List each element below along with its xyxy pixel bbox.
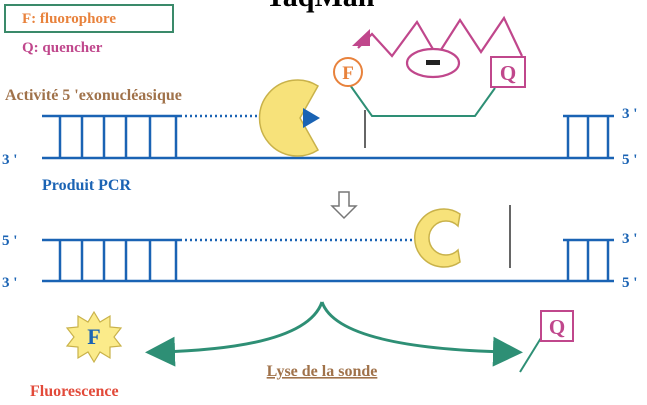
quenching-arrowhead xyxy=(352,29,370,46)
fluorescent-star xyxy=(65,310,123,364)
legend-fluorophore-label: F: fluorophore xyxy=(22,11,116,27)
exonuclease-activity-label: Activité 5 'exonucléasique xyxy=(5,87,182,104)
fluorescence-label: Fluorescence xyxy=(30,383,119,400)
strand-end-top-right-5: 5 ' xyxy=(622,152,637,168)
fluorophore-symbol: F xyxy=(342,63,354,84)
free-fluorophore-symbol: F xyxy=(87,324,100,349)
quencher-box xyxy=(490,56,526,88)
probe-strand xyxy=(349,84,496,117)
strand-end-bottom-right-3: 3 ' xyxy=(622,231,637,247)
strand-end-bottom-right-5: 5 ' xyxy=(622,275,637,291)
bottom-right-base-pairs xyxy=(566,240,610,281)
strand-end-bottom-left-3: 3 ' xyxy=(2,275,17,291)
taq-polymerase-top xyxy=(258,79,320,157)
bottom-left-base-pairs xyxy=(58,240,178,281)
legend-box xyxy=(4,4,174,33)
fluorophore-circle xyxy=(333,57,363,87)
strand-end-top-right-3: 3 ' xyxy=(622,106,637,122)
strand-end-top-left-3: 3 ' xyxy=(2,152,17,168)
minus-sign-icon xyxy=(426,60,440,65)
lysis-arrow-right xyxy=(320,301,523,367)
polymerase-direction-arrowhead xyxy=(303,108,320,128)
lysis-arrow-left xyxy=(145,301,324,367)
top-left-base-pairs xyxy=(58,116,178,158)
probe-lysis-label: Lyse de la sonde xyxy=(267,363,378,380)
legend-quencher-label: Q: quencher xyxy=(22,40,103,56)
quencher-symbol: Q xyxy=(500,61,516,85)
free-quencher-symbol: Q xyxy=(549,315,565,339)
taq-polymerase-bottom xyxy=(414,208,461,268)
diagram-title: TaqMan xyxy=(266,0,375,13)
process-down-arrow xyxy=(330,191,358,220)
strand-end-bottom-left-5: 5 ' xyxy=(2,233,17,249)
free-quencher-box xyxy=(540,310,574,342)
free-quencher-tail xyxy=(519,337,542,373)
pcr-product-label: Produit PCR xyxy=(42,177,131,194)
top-right-base-pairs xyxy=(566,116,610,158)
